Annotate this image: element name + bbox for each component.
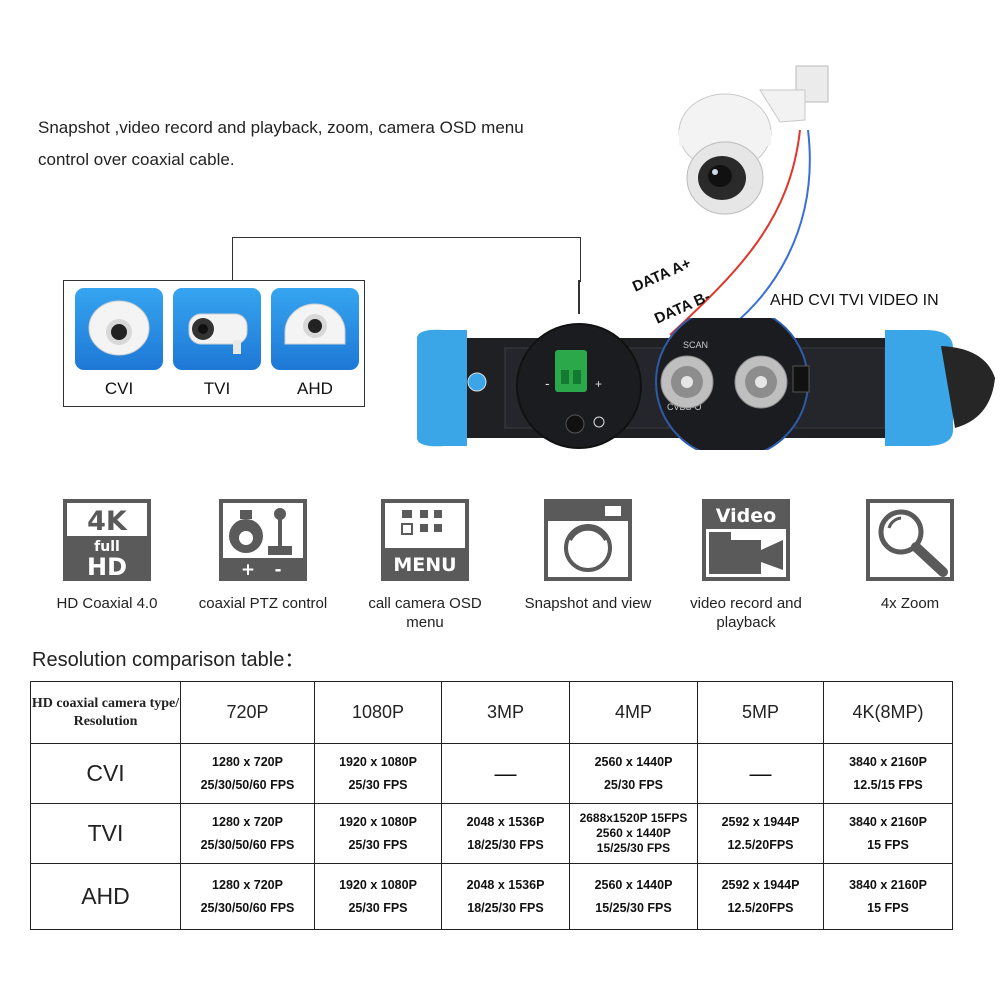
camera-type-label: CVI (104, 379, 134, 398)
table-cell: — (441, 743, 570, 804)
table-row-label: AHD (30, 863, 181, 930)
light-icon (593, 416, 605, 428)
svg-text:-: - (545, 375, 550, 391)
intro-line-1: Snapshot ,video record and playback, zoo… (38, 118, 524, 137)
svg-text:4K: 4K (87, 506, 128, 537)
dome-camera-icon (284, 303, 346, 345)
resolution-table: HD coaxial camera type/ Resolution 720P … (30, 681, 953, 930)
svg-text:-: - (274, 560, 281, 580)
svg-text:full: full (94, 539, 120, 555)
video-in-label: AHD CVI TVI VIDEO IN (770, 292, 939, 309)
camera-type-label: AHD (297, 379, 333, 398)
table-header-row: HD coaxial camera type/ Resolution 720P … (30, 681, 953, 744)
table-row-label: TVI (30, 803, 181, 864)
bnc-connector-icon (734, 355, 788, 409)
snapshot-camera-icon (544, 499, 632, 581)
connector-line-ext (578, 280, 580, 314)
magnifier-icon (866, 499, 954, 581)
connector-line (232, 237, 581, 282)
tester-device: - + SCAN CVBS-O (416, 318, 995, 450)
feature-label: Snapshot and view (524, 595, 652, 612)
table-header-cell: 720P (180, 681, 315, 744)
feature-label: HD Coaxial 4.0 (56, 595, 158, 612)
bnc-connector-icon (660, 355, 714, 409)
feature-osd-menu: MENU call camera OSD menu (355, 498, 495, 632)
svg-text:MENU: MENU (393, 554, 456, 576)
device-strap (941, 346, 995, 428)
table-header-cell: 1080P (314, 681, 442, 744)
device-right-bumper (885, 330, 953, 446)
feature-ptz-control: + - coaxial PTZ control (193, 498, 333, 613)
4k-full-hd-icon: 4K full HD (63, 499, 151, 581)
table-header-cell: 3MP (441, 681, 570, 744)
intro-text: Snapshot ,video record and playback, zoo… (38, 112, 618, 176)
svg-text:+: + (241, 560, 255, 580)
logo-icon (467, 372, 487, 392)
table-title: Resolution comparison table： (32, 649, 305, 671)
video-camera-icon: Video (702, 499, 790, 581)
menu-icon: MENU (381, 499, 469, 581)
feature-snapshot: Snapshot and view (518, 498, 658, 613)
bullet-camera-icon (188, 313, 248, 354)
feature-video-record: Video video record and playback (676, 498, 816, 632)
feature-label: coaxial PTZ control (198, 595, 328, 612)
feature-label: video record and playback (690, 595, 802, 631)
camera-type-ahd: AHD (270, 287, 360, 398)
ptz-camera-illustration (669, 65, 829, 336)
table-header-cell: 5MP (697, 681, 824, 744)
table-row-label: CVI (30, 743, 181, 804)
svg-text:+: + (595, 377, 602, 391)
table-cell: — (697, 743, 824, 804)
intro-line-2: control over coaxial cable. (38, 150, 235, 169)
camera-type-tvi: TVI (172, 287, 262, 398)
table-header-cell: 4MP (569, 681, 698, 744)
camera-type-box: CVI TVI AHD (63, 280, 365, 407)
power-port-icon (792, 365, 810, 393)
dc-jack-icon (565, 414, 585, 434)
feature-label: call camera OSD menu (368, 595, 482, 631)
ptz-joystick-icon: + - (219, 499, 307, 581)
table-header-first: HD coaxial camera type/ Resolution (30, 681, 181, 744)
dome-camera-icon (88, 300, 150, 356)
data-a-cable (669, 129, 801, 336)
ptz-dome-camera-icon (678, 65, 829, 215)
camera-type-cvi: CVI (74, 287, 164, 398)
device-left-bumper (416, 329, 467, 447)
svg-text:HD: HD (87, 553, 127, 581)
feature-hd-coaxial: 4K full HD HD Coaxial 4.0 (37, 498, 177, 613)
green-terminal-block (555, 350, 587, 392)
svg-text:Video: Video (716, 505, 776, 527)
scan-label: SCAN (683, 340, 708, 350)
feature-label: 4x Zoom (880, 595, 940, 612)
feature-zoom: 4x Zoom (840, 498, 980, 613)
camera-type-label: TVI (203, 379, 231, 398)
table-header-cell: 4K(8MP) (823, 681, 953, 744)
